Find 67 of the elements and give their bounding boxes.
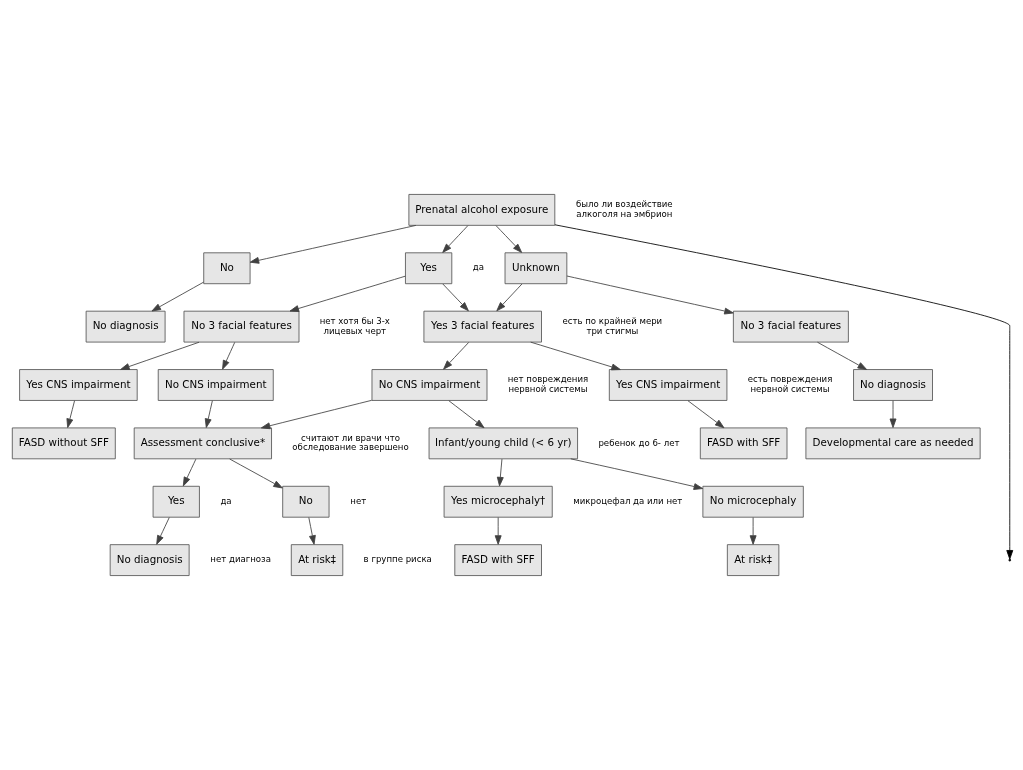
node-box: Infant/young child (< 6 yr) xyxy=(428,427,578,460)
node-label: есть повреждения нервной системы xyxy=(747,374,833,394)
node-label: микроцефал да или нет xyxy=(573,495,683,506)
arrow xyxy=(496,283,523,312)
node-box: No CNS impairment xyxy=(371,369,488,401)
arrow xyxy=(687,400,725,429)
node-box: FASD with SFF xyxy=(699,427,788,460)
arrow xyxy=(495,225,523,253)
node-box: Developmental care as needed xyxy=(805,427,981,460)
arrow xyxy=(151,281,205,312)
node-label: нет диагноза xyxy=(210,554,271,565)
node-label: нет xyxy=(350,495,367,506)
arrow xyxy=(442,225,469,253)
arrow xyxy=(889,400,897,428)
arrow xyxy=(222,341,236,370)
arrow xyxy=(448,400,485,429)
arrow xyxy=(443,341,470,370)
node-box: No microcephaly xyxy=(702,485,804,518)
arrow xyxy=(570,458,704,490)
node-label: было ли воздействие алкоголя на эмбрион xyxy=(576,199,673,219)
arrow xyxy=(204,400,213,428)
node-box: Yes microcephaly† xyxy=(443,485,553,518)
node-box: Yes 3 facial features xyxy=(423,310,542,343)
node-box: No 3 facial features xyxy=(732,310,849,343)
arrow xyxy=(496,458,504,487)
node-box: No CNS impairment xyxy=(157,369,274,401)
node-box: Yes CNS impairment xyxy=(19,369,138,401)
arrow xyxy=(260,399,373,430)
node-label: да xyxy=(220,495,232,506)
arrow xyxy=(66,400,75,428)
node-box: No xyxy=(203,252,251,285)
node-label: нет повреждения нервной системы xyxy=(507,374,589,394)
node-box: Yes xyxy=(152,485,200,518)
node-box: Yes xyxy=(405,252,453,285)
node-box: At risk‡ xyxy=(290,544,344,576)
arrow xyxy=(156,517,170,545)
node-box: Yes CNS impairment xyxy=(608,369,728,401)
node-label: нет хотя бы 3-х лицевых черт xyxy=(319,316,390,336)
arrow xyxy=(749,517,757,545)
arrow xyxy=(554,224,1014,560)
arrow xyxy=(442,283,469,312)
node-box: Unknown xyxy=(504,252,568,285)
arrow xyxy=(817,341,867,370)
arrow xyxy=(530,341,621,371)
node-box: FASD with SFF xyxy=(454,544,542,576)
node-box: Prenatal alcohol exposure xyxy=(408,194,556,226)
node-label: считают ли врачи что обследование завершено xyxy=(292,432,409,453)
arrow xyxy=(229,458,283,489)
arrow xyxy=(249,224,417,264)
node-box: No 3 facial features xyxy=(183,310,300,343)
node-box: No diagnosis xyxy=(85,310,166,343)
node-label: в группе риска xyxy=(363,554,432,565)
node-label: ребенок до 6- лет xyxy=(598,437,680,448)
node-box: No xyxy=(282,485,330,518)
node-label: да xyxy=(472,262,485,273)
node-box: FASD without SFF xyxy=(11,427,116,460)
node-box: No diagnosis xyxy=(109,544,190,576)
arrow xyxy=(494,517,502,545)
node-box: No diagnosis xyxy=(853,369,933,401)
arrow xyxy=(308,517,316,545)
arrow xyxy=(182,458,197,487)
arrow xyxy=(120,341,200,370)
node-box: At risk‡ xyxy=(726,544,780,576)
node-label: есть по крайней мери три стигмы xyxy=(562,316,663,336)
node-box: Assessment conclusive* xyxy=(133,427,272,460)
arrow xyxy=(289,275,406,312)
arrow xyxy=(566,275,734,315)
